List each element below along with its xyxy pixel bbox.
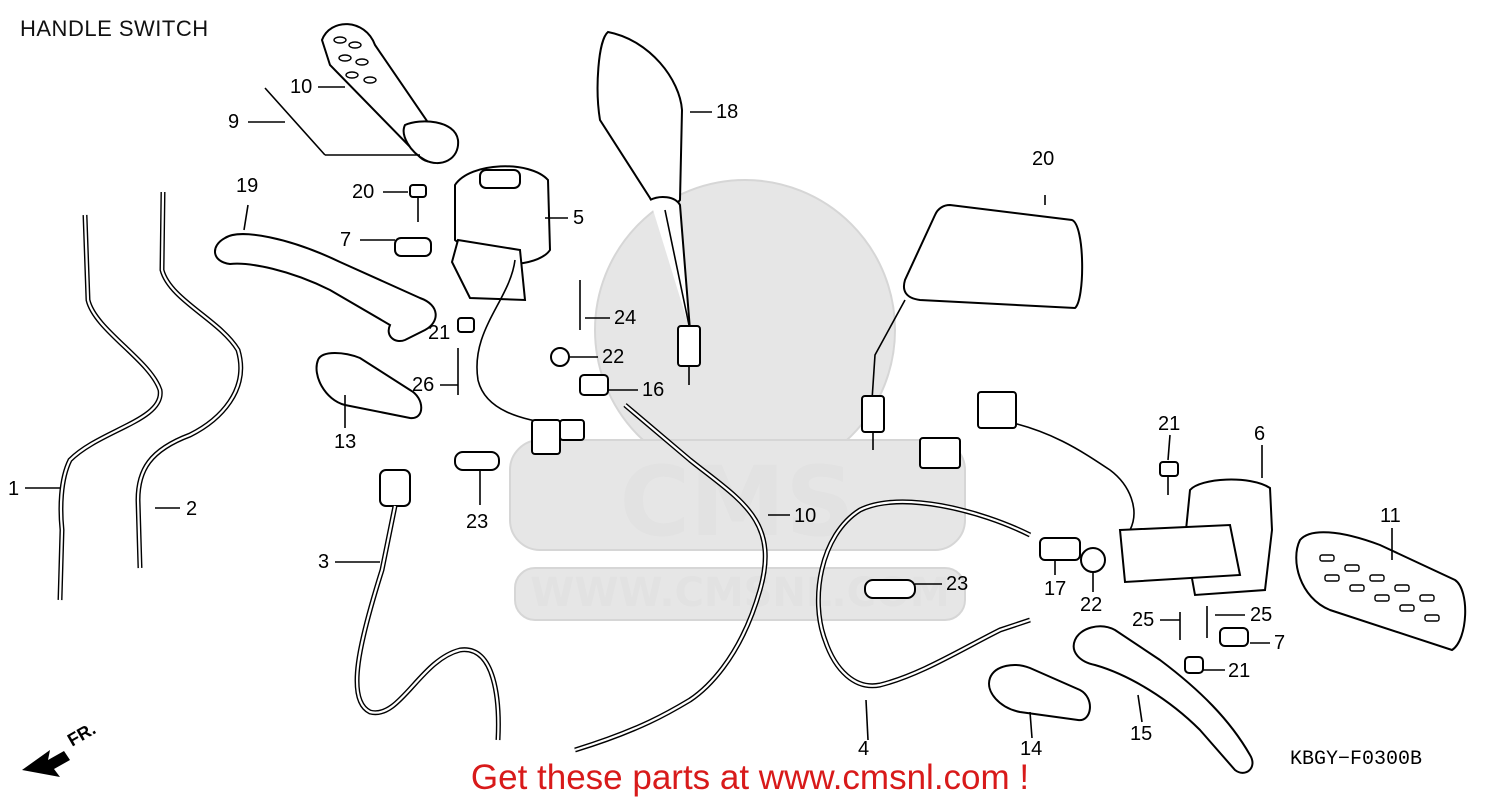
- part-right-mirror: [861, 203, 1084, 450]
- part-left-switch-housing: [450, 165, 552, 302]
- callout-25-left: 25: [1132, 609, 1154, 631]
- front-direction-arrow: [22, 750, 70, 777]
- callout-10: 10: [290, 76, 312, 98]
- callout-23-left: 23: [466, 511, 488, 533]
- part-right-grip: [1295, 531, 1467, 652]
- callout-19: 20: [1032, 148, 1054, 170]
- part-lever-cover-right: [988, 664, 1091, 722]
- callout-20-left: 20: [352, 181, 374, 203]
- diagram-title: HANDLE SWITCH: [20, 16, 209, 41]
- part-clutch-cable-8: [574, 403, 768, 753]
- callout-26: 26: [412, 374, 434, 396]
- callout-21-right: 21: [1228, 660, 1250, 682]
- callout-2: 2: [186, 498, 197, 520]
- callout-25-right: 25: [1250, 604, 1272, 626]
- callout-numbers: 10 9 18 19 20 5 7 20 24 21 22 26 16 13 2…: [8, 76, 1401, 760]
- callout-11: 11: [1380, 505, 1401, 527]
- callout-23-right: 23: [946, 573, 968, 595]
- callout-20-right: 21: [1158, 413, 1180, 435]
- callout-15: 15: [1130, 723, 1152, 745]
- part-throttle-cable-1: [57, 214, 163, 601]
- part-right-lever: [1072, 625, 1254, 774]
- part-throttle-cable-2: [135, 191, 244, 569]
- callout-7-left: 7: [340, 229, 351, 251]
- callout-14: 19: [236, 175, 258, 197]
- callout-24: 24: [614, 307, 636, 329]
- callout-7-right: 7: [1274, 632, 1285, 654]
- part-choke-cable-3: [354, 469, 501, 741]
- part-left-switch-wiring: [476, 259, 585, 455]
- callout-17: 17: [1044, 578, 1066, 600]
- part-left-lever: [214, 233, 437, 342]
- promo-link-text[interactable]: Get these parts at www.cmsnl.com !: [470, 758, 1030, 797]
- part-right-switch-housing: [1118, 478, 1274, 597]
- leader-lines: [25, 86, 1393, 741]
- callout-8: 10: [794, 505, 816, 527]
- part-left-mirror: [596, 30, 701, 385]
- part-left-grip: [320, 23, 460, 165]
- diagram-code: KBGY−F0300B: [1290, 748, 1423, 771]
- callout-5: 5: [573, 207, 584, 229]
- callout-9: 9: [228, 111, 239, 133]
- callout-13: 14: [1020, 738, 1042, 760]
- part-lever-cover-left: [315, 352, 423, 420]
- callout-21-left: 21: [428, 322, 450, 344]
- part-cable-4: [815, 499, 1032, 689]
- callout-4: 4: [858, 738, 869, 760]
- callout-16: 16: [642, 379, 664, 401]
- callout-22-right: 22: [1080, 594, 1102, 616]
- callout-3: 3: [318, 551, 329, 573]
- callout-1: 1: [8, 478, 19, 500]
- part-small-fasteners: [394, 184, 1249, 674]
- callout-22-left: 22: [602, 346, 624, 368]
- callout-6: 6: [1254, 423, 1265, 445]
- callout-18: 18: [716, 101, 738, 123]
- callout-12: 13: [334, 431, 356, 453]
- cms-watermark: CMS WWW.CMSNL.COM: [509, 179, 966, 621]
- watermark-logo-text: CMS: [619, 446, 854, 558]
- part-right-switch-wiring: [919, 391, 1135, 531]
